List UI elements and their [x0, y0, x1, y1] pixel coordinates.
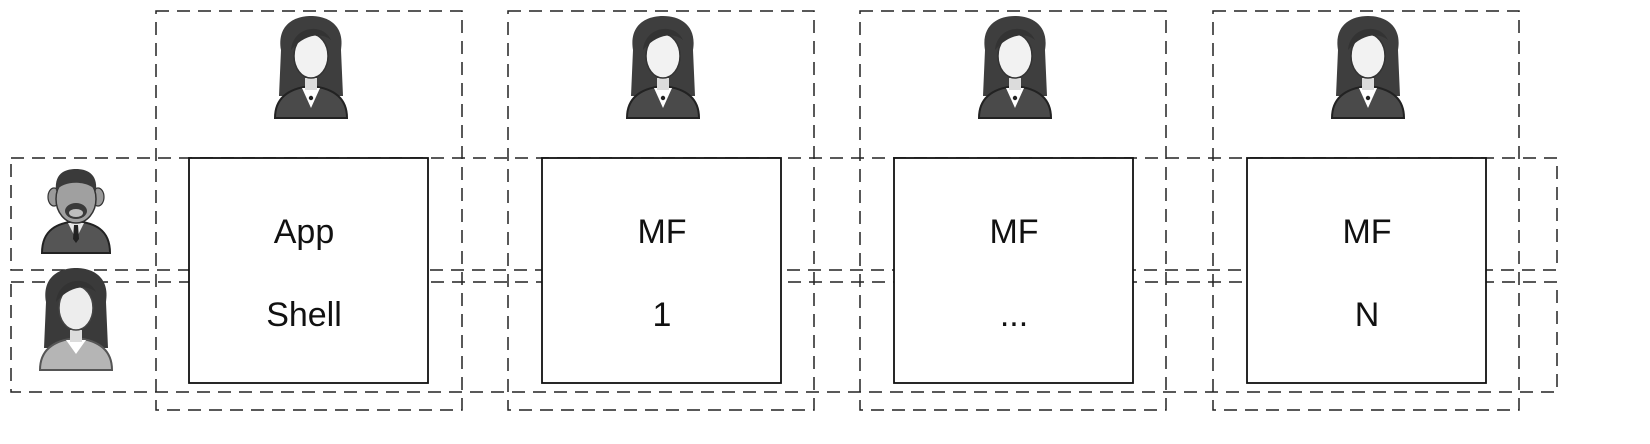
component-label-line2: Shell [266, 296, 342, 334]
column-group-3 [859, 10, 1167, 411]
column-owner-avatar-4-icon [1331, 15, 1405, 119]
component-box [1246, 157, 1487, 384]
component-label-line1: MF [637, 213, 686, 251]
component-box [188, 157, 429, 384]
component-mf-1: MF 1 [541, 157, 782, 384]
component-label-line1: MF [989, 213, 1038, 251]
component-label-line1: App [274, 213, 335, 251]
component-mf-ellipsis: MF ... [893, 157, 1134, 384]
column-group-2 [507, 10, 815, 411]
row-group-2 [10, 281, 1558, 393]
row-owner-man-icon [41, 168, 111, 254]
component-app-shell: App Shell [188, 157, 429, 384]
column-group-1 [155, 10, 463, 411]
row-group-1 [10, 157, 1558, 271]
component-mf-n: MF N [1246, 157, 1487, 384]
row-owner-woman-icon [39, 267, 113, 371]
column-owner-avatar-3-icon [978, 15, 1052, 119]
column-group-4 [1212, 10, 1520, 411]
component-label-line1: MF [1342, 213, 1391, 251]
column-owner-avatar-1-icon [274, 15, 348, 119]
component-label-line2: N [1355, 296, 1380, 334]
column-owner-avatar-2-icon [626, 15, 700, 119]
component-box [893, 157, 1134, 384]
component-box [541, 157, 782, 384]
component-label-line2: 1 [653, 296, 672, 334]
component-label-line2: ... [1000, 296, 1028, 334]
